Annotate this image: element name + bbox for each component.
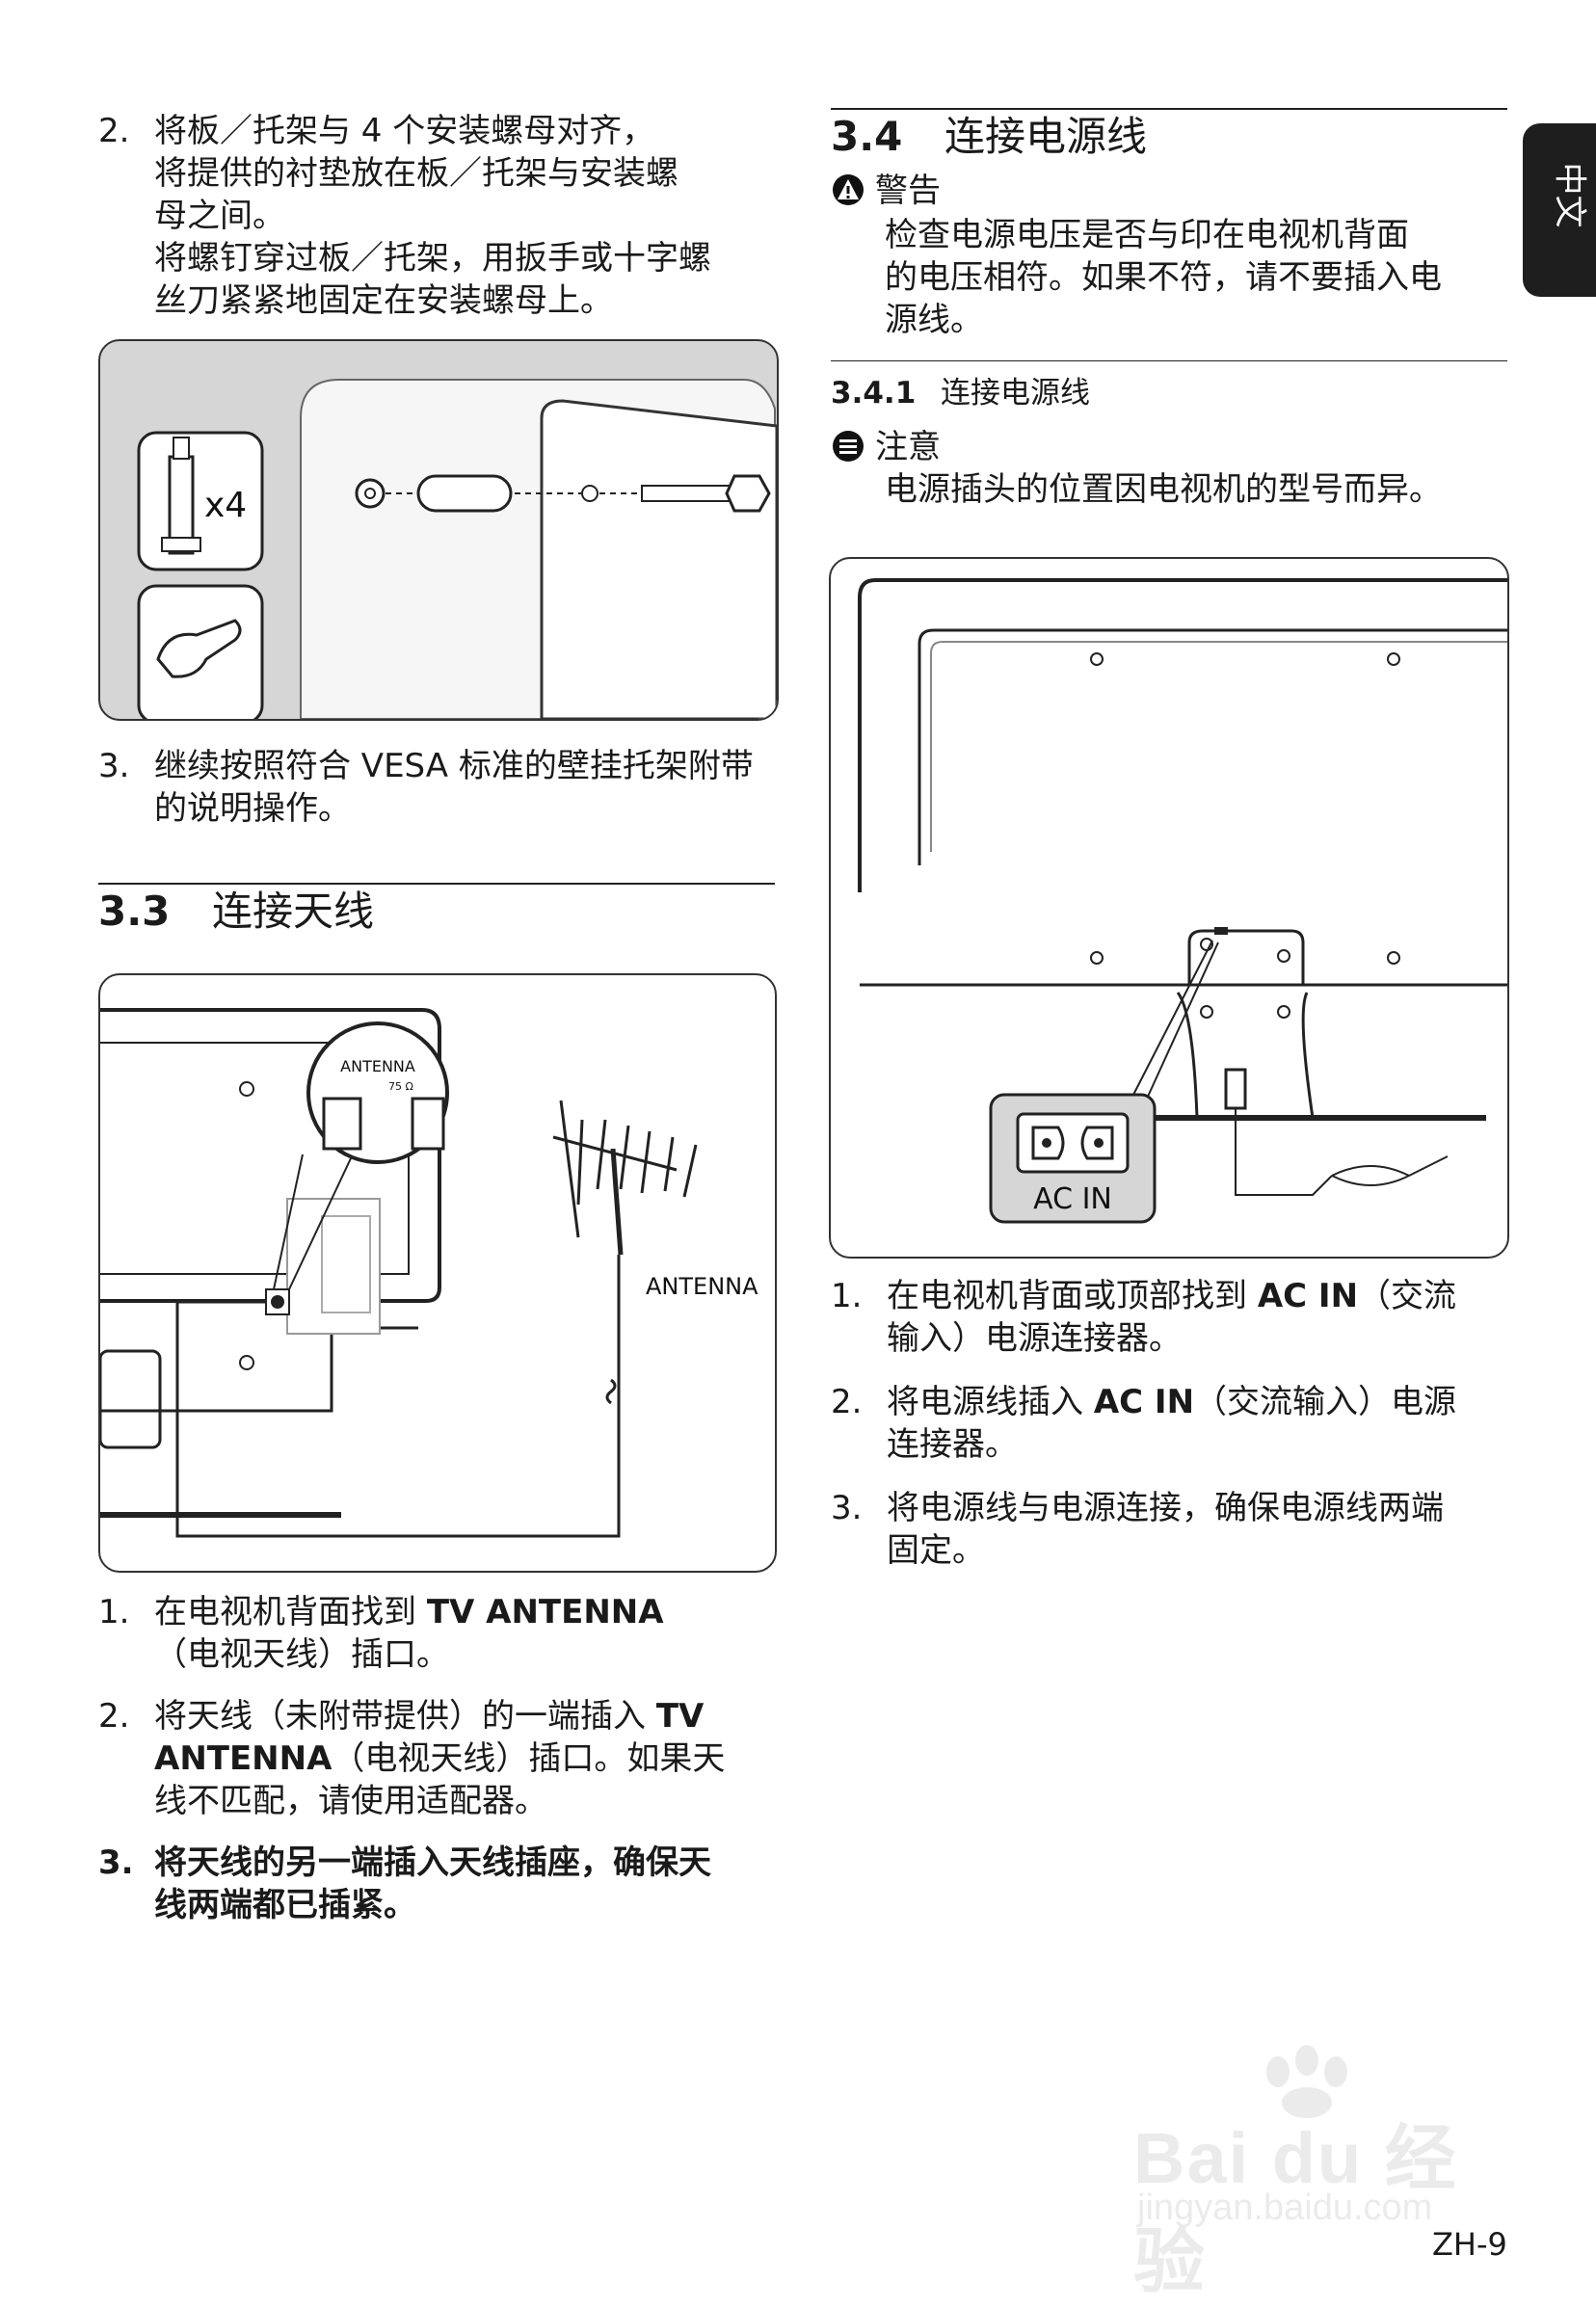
warning-title: 警告: [875, 172, 941, 210]
step-text: 将电源线插入: [887, 1383, 1094, 1421]
quantity-label: x4: [204, 486, 247, 525]
subsection-number: 3.4.1: [831, 374, 941, 412]
step-text: 将天线（未附带提供）的一端插入: [154, 1697, 656, 1736]
step-line: 线不匹配，请使用适配器。: [154, 1780, 792, 1822]
step-bold-text: TV: [656, 1697, 705, 1736]
power-figure: AC IN: [829, 557, 1509, 1259]
step-number: 2.: [831, 1381, 862, 1423]
port-label: ANTENNA: [340, 1057, 415, 1075]
ac-in-label: AC IN: [1033, 1182, 1112, 1216]
wall-mount-figure: x4: [98, 339, 779, 721]
step-line: 丝刀紧紧地固定在安装螺母上。: [154, 279, 792, 322]
warning-heading: 警告: [831, 170, 941, 212]
antenna-illustration: ANTENNA 75 Ω ANTENNA: [100, 975, 775, 1571]
antenna-step-2: 2. 将天线（未附带提供）的一端插入 TV ANTENNA（电视天线）插口。如果…: [98, 1695, 792, 1822]
port-ohm-label: 75 Ω: [388, 1080, 413, 1093]
step-number: 3.: [98, 1842, 134, 1884]
section-divider: [831, 360, 1507, 361]
step-line: 将电源线与电源连接，确保电源线两端: [887, 1487, 1525, 1529]
step-line: 继续按照符合 VESA 标准的壁挂托架附带: [154, 745, 792, 787]
step-number: 3.: [831, 1487, 862, 1529]
note-line: 电源插头的位置因电视机的型号而异。: [885, 468, 1442, 511]
warning-line: 的电压相符。如果不符，请不要插入电: [885, 256, 1442, 299]
power-step-2: 2. 将电源线插入 AC IN（交流输入）电源 连接器。: [831, 1381, 1525, 1466]
warning-line: 检查电源电压是否与印在电视机背面: [885, 214, 1442, 256]
step-line: 将螺钉穿过板／托架，用扳手或十字螺: [154, 237, 792, 279]
language-tab: 中文: [1523, 123, 1596, 297]
step-number: 2.: [98, 110, 129, 152]
warning-body: 检查电源电压是否与印在电视机背面 的电压相符。如果不符，请不要插入电 源线。: [885, 214, 1442, 341]
baidu-watermark: Bai du 经验 jingyan.baidu.com: [1133, 2043, 1500, 2226]
step-line: 将天线的另一端插入天线插座，确保天: [154, 1842, 792, 1884]
step-line: （电视天线）插口。: [154, 1633, 792, 1676]
step-line: 输入）电源连接器。: [887, 1317, 1525, 1360]
wall-mount-illustration: x4: [100, 341, 777, 719]
note-body: 电源插头的位置因电视机的型号而异。: [885, 468, 1442, 511]
step-line: 母之间。: [154, 195, 792, 237]
note-heading: 注意: [831, 426, 941, 468]
language-tab-label: 中文: [1550, 163, 1596, 228]
warning-icon: [831, 172, 865, 207]
step-text: （交流: [1358, 1277, 1456, 1315]
step-number: 1.: [831, 1275, 862, 1317]
mount-step-3: 3. 继续按照符合 VESA 标准的壁挂托架附带 的说明操作。: [98, 745, 792, 830]
section-divider: [831, 108, 1507, 110]
subsection-title: 连接电源线: [941, 376, 1090, 411]
antenna-figure: ANTENNA 75 Ω ANTENNA: [98, 973, 777, 1573]
note-icon: [831, 429, 865, 464]
power-step-1: 1. 在电视机背面或顶部找到 AC IN（交流 输入）电源连接器。: [831, 1275, 1525, 1360]
step-line: 将板／托架与 4 个安装螺母对齐，: [154, 110, 792, 152]
step-text: （电视天线）插口。如果天: [332, 1739, 725, 1778]
step-line: 的说明操作。: [154, 787, 792, 830]
step-number: 3.: [98, 745, 129, 787]
step-line: 固定。: [887, 1529, 1525, 1572]
step-bold-text: TV ANTENNA: [427, 1593, 664, 1631]
step-number: 1.: [98, 1591, 129, 1633]
step-text: 在电视机背面或顶部找到: [887, 1277, 1258, 1315]
section-divider: [98, 883, 775, 885]
step-bold-text: AC IN: [1094, 1383, 1194, 1421]
section-number: 3.4: [831, 112, 944, 162]
step-text: （交流输入）电源: [1194, 1383, 1456, 1421]
mount-step-2: 2. 将板／托架与 4 个安装螺母对齐， 将提供的衬垫放在板／托架与安装螺 母之…: [98, 110, 792, 322]
section-number: 3.3: [98, 887, 212, 937]
power-illustration: AC IN: [831, 559, 1507, 1257]
step-number: 2.: [98, 1695, 129, 1737]
antenna-step-1: 1. 在电视机背面找到 TV ANTENNA （电视天线）插口。: [98, 1591, 792, 1676]
step-bold-text: AC IN: [1258, 1277, 1358, 1315]
antenna-label: ANTENNA: [646, 1273, 758, 1300]
antenna-step-3: 3. 将天线的另一端插入天线插座，确保天 线两端都已插紧。: [98, 1842, 792, 1926]
step-bold-text: ANTENNA: [154, 1739, 332, 1778]
watermark-url: jingyan.baidu.com: [1137, 2188, 1432, 2229]
note-title: 注意: [875, 428, 941, 466]
step-line: 将提供的衬垫放在板／托架与安装螺: [154, 152, 792, 195]
step-line: 连接器。: [887, 1423, 1525, 1466]
power-step-3: 3. 将电源线与电源连接，确保电源线两端 固定。: [831, 1487, 1525, 1572]
step-line: 线两端都已插紧。: [154, 1884, 792, 1926]
step-text: 在电视机背面找到: [154, 1593, 427, 1631]
section-title: 连接天线: [212, 888, 374, 935]
page-number: ZH-9: [1432, 2226, 1507, 2263]
section-title: 连接电源线: [944, 113, 1147, 160]
warning-line: 源线。: [885, 299, 1442, 341]
